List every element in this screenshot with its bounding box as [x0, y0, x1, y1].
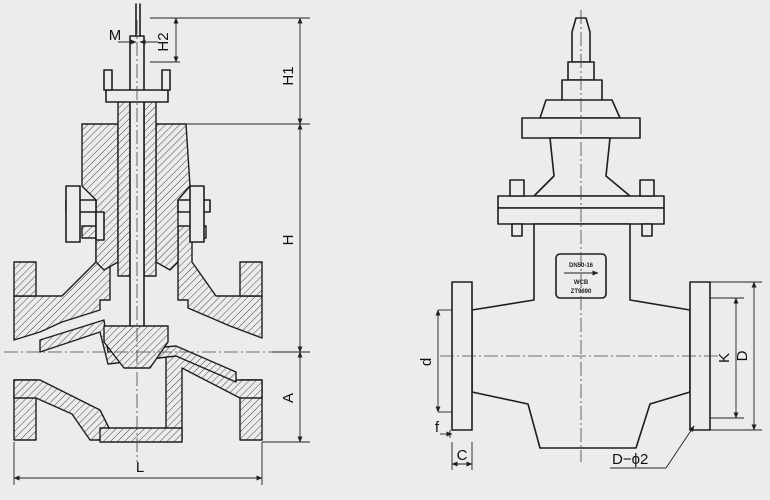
section-view: [4, 3, 272, 462]
yoke-head: [539, 99, 621, 119]
dim-h1-label: H1: [280, 66, 297, 85]
body-bolt-right: [189, 185, 205, 243]
section-dimensions: H1 H A H2 M L: [13, 17, 310, 485]
dim-big-d-label: D: [734, 350, 751, 361]
dim-h2-label: H2: [155, 32, 172, 51]
packing-left: [117, 95, 131, 277]
body-nut-left: [511, 223, 523, 237]
body-bolt-cap-right: [639, 179, 655, 197]
body-bolt-cap-left: [509, 179, 525, 197]
bolt-leader-line: [665, 425, 695, 469]
exterior-view: DN50-16 WCB ZT9690: [440, 10, 720, 462]
stem-nut: [561, 79, 603, 103]
packing-right: [143, 95, 157, 277]
dim-l-label: L: [136, 459, 144, 476]
dim-c-label: C: [457, 447, 468, 464]
right-flange-upper: [239, 261, 263, 297]
bottom-wall: [99, 427, 183, 443]
dim-f-label: f: [435, 419, 440, 436]
dim-d-label: d: [418, 358, 435, 366]
dim-a-label: A: [280, 393, 297, 403]
left-flange-upper: [13, 261, 37, 297]
gland-bolt-right: [161, 69, 171, 91]
bolt-holes-label: D−ϕ2: [612, 451, 648, 468]
bonnet-neck: [533, 137, 631, 197]
dim-h-label: H: [280, 235, 297, 246]
exterior-dimensions: d f C K D D−ϕ2: [418, 281, 762, 470]
gland-bolt-left: [103, 69, 113, 91]
dim-m-label: M: [109, 27, 122, 44]
valve-plug: [103, 325, 169, 369]
body-bolt-left-outer: [65, 185, 81, 243]
dim-k-label: K: [716, 353, 733, 363]
body-nut-right: [641, 223, 653, 237]
body-bolt-left: [95, 211, 105, 241]
bonnet-section: [81, 123, 119, 271]
